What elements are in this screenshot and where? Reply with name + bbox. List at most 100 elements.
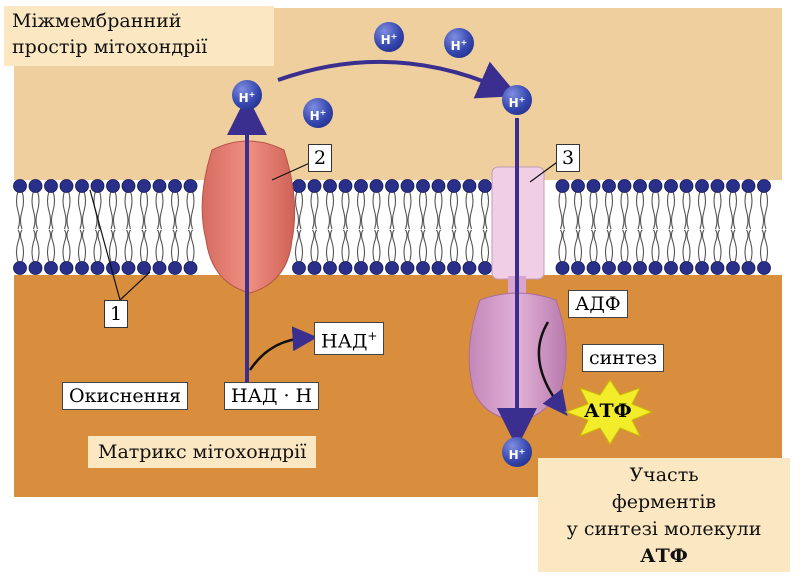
lipid-tail — [466, 230, 473, 262]
lipid-tail — [652, 230, 659, 262]
lipid-tail — [745, 191, 752, 229]
intermembrane-label-line2: простір мітохондрії — [12, 34, 266, 60]
lipid-head — [184, 262, 197, 275]
lipid-head — [463, 180, 476, 193]
lipid-tail — [141, 191, 148, 229]
lipid-head — [169, 262, 182, 275]
lipid-head — [308, 180, 321, 193]
lipid-tail — [714, 230, 721, 262]
lipid-tail — [110, 230, 117, 262]
hydrogen-ion: H+ — [502, 85, 532, 115]
lipid-head — [153, 180, 166, 193]
nad-plus-text: НАД — [321, 330, 367, 352]
lipid-head — [742, 180, 755, 193]
lipid-tail — [17, 191, 24, 229]
matrix-label: Матрикс мітохондрії — [88, 436, 316, 468]
lipid-head — [91, 180, 104, 193]
lipid-head — [448, 262, 461, 275]
lipid-head — [758, 262, 771, 275]
lipid-tail — [404, 191, 411, 229]
matrix-label-text: Матрикс мітохондрії — [98, 441, 306, 463]
lipid-head — [603, 262, 616, 275]
lipid-head — [76, 180, 89, 193]
lipid-head — [603, 180, 616, 193]
lipid-tail — [621, 230, 628, 262]
lipid-head — [587, 262, 600, 275]
lipid-tail — [714, 191, 721, 229]
lipid-head — [324, 262, 337, 275]
lipid-head — [91, 262, 104, 275]
lipid-tail — [575, 191, 582, 229]
lipid-head — [587, 180, 600, 193]
lipid-tail — [32, 191, 39, 229]
lipid-head — [432, 180, 445, 193]
lipid-tail — [621, 191, 628, 229]
lipid-head — [29, 262, 42, 275]
lipid-tail — [156, 191, 163, 229]
caption-line3: у синтезі молекули — [538, 516, 790, 543]
lipid-tail — [451, 230, 458, 262]
lipid-head — [649, 262, 662, 275]
caption-line2: ферментів — [538, 489, 790, 516]
lipid-tail — [668, 230, 675, 262]
lipid-head — [14, 262, 27, 275]
lipid-tail — [156, 230, 163, 262]
lipid-head — [556, 262, 569, 275]
lipid-tail — [187, 230, 194, 262]
lipid-head — [138, 180, 151, 193]
lipid-head — [556, 180, 569, 193]
lipid-tail — [420, 191, 427, 229]
lipid-tail — [699, 230, 706, 262]
lipid-tail — [17, 230, 24, 262]
lipid-head — [355, 180, 368, 193]
lipid-tail — [559, 230, 566, 262]
lipid-tail — [311, 230, 318, 262]
lipid-head — [122, 180, 135, 193]
caption-line4: АТФ — [538, 543, 790, 570]
lipid-tail — [79, 191, 86, 229]
hydrogen-ion: H+ — [502, 437, 532, 467]
lipid-head — [339, 180, 352, 193]
lipid-head — [448, 180, 461, 193]
lipid-tail — [48, 191, 55, 229]
lipid-tail — [358, 191, 365, 229]
lipid-head — [634, 262, 647, 275]
lipid-head — [45, 180, 58, 193]
lipid-head — [711, 180, 724, 193]
lipid-head — [572, 262, 585, 275]
lipid-head — [649, 180, 662, 193]
lipid-tail — [389, 230, 396, 262]
lipid-tail — [389, 191, 396, 229]
lipid-tail — [327, 191, 334, 229]
lipid-tail — [110, 191, 117, 229]
lipid-head — [727, 180, 740, 193]
lipid-head — [401, 262, 414, 275]
lipid-head — [339, 262, 352, 275]
phospholipid-bilayer — [14, 180, 771, 275]
lipid-head — [370, 180, 383, 193]
lipid-tail — [590, 191, 597, 229]
lipid-head — [479, 180, 492, 193]
lipid-tail — [435, 230, 442, 262]
lipid-tail — [683, 191, 690, 229]
lipid-tail — [482, 230, 489, 262]
lipid-head — [572, 180, 585, 193]
lipid-head — [293, 262, 306, 275]
lipid-head — [153, 262, 166, 275]
lipid-tail — [358, 230, 365, 262]
hydrogen-ion: H+ — [303, 98, 333, 128]
lipid-tail — [730, 230, 737, 262]
lipid-tail — [342, 191, 349, 229]
lipid-head — [386, 180, 399, 193]
marker-2: 2 — [308, 144, 332, 172]
lipid-head — [463, 262, 476, 275]
lipid-tail — [761, 191, 768, 229]
lipid-head — [308, 262, 321, 275]
lipid-head — [184, 180, 197, 193]
hydrogen-ion: H+ — [444, 28, 474, 58]
intermembrane-label: Міжмембранний простір мітохондрії — [4, 6, 274, 66]
hydrogen-ion: H+ — [232, 80, 262, 110]
lipid-head — [479, 262, 492, 275]
lipid-tail — [761, 230, 768, 262]
marker-1: 1 — [104, 300, 128, 328]
